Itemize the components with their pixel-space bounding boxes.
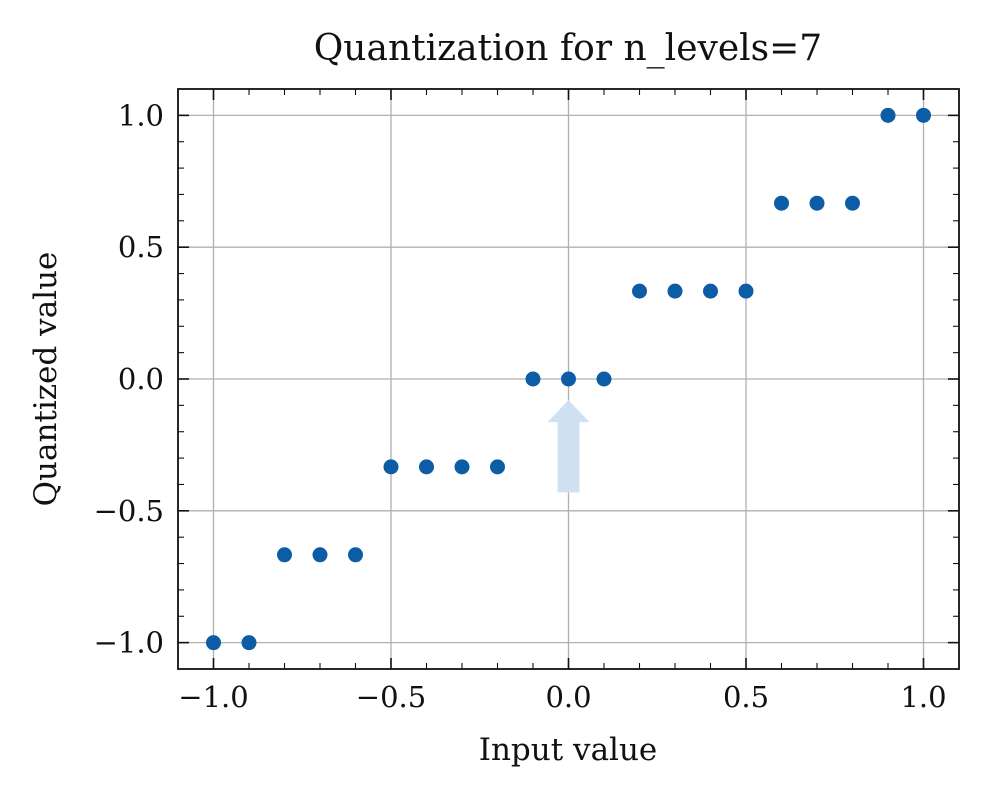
points-layer: [206, 107, 931, 651]
data-point: [916, 107, 931, 123]
x-tick-label: −1.0: [178, 680, 248, 714]
data-point: [596, 371, 612, 387]
data-point: [561, 371, 576, 387]
x-tick-label: 1.0: [900, 680, 946, 714]
data-point: [490, 459, 505, 475]
data-point: [419, 459, 434, 475]
y-tick-label: 0.5: [118, 230, 164, 264]
data-point: [241, 635, 257, 651]
chart-title: Quantization for n_levels=7: [314, 28, 822, 69]
x-tick-label: 0.0: [545, 680, 591, 714]
y-tick-label: 1.0: [118, 98, 164, 132]
x-tick-label: −0.5: [356, 680, 426, 714]
y-tick-label: 0.0: [118, 362, 164, 396]
data-point: [454, 459, 470, 475]
annotation-arrow: [547, 400, 590, 493]
y-tick-label: −0.5: [94, 494, 164, 528]
y-tick-label: −1.0: [94, 626, 164, 660]
data-point: [845, 195, 860, 211]
data-point: [667, 283, 683, 299]
data-point: [809, 195, 825, 211]
data-point: [703, 283, 718, 299]
data-point: [348, 547, 363, 563]
grid-layer: [178, 89, 959, 669]
annotation-layer: [547, 400, 590, 493]
data-point: [277, 547, 292, 563]
data-point: [206, 635, 221, 651]
tick-label-layer: −1.0 −0.5 0.0 0.5 1.0 −1.0 −0.5 0.0 0.5 1.0: [94, 98, 947, 714]
data-point: [525, 371, 541, 387]
data-point: [383, 459, 399, 475]
data-point: [738, 283, 754, 299]
x-axis-label: Input value: [479, 732, 658, 768]
data-point: [880, 107, 896, 123]
frame-layer: [177, 88, 960, 670]
data-point: [312, 547, 328, 563]
data-point: [632, 283, 647, 299]
y-axis-label: Quantized value: [28, 252, 64, 507]
data-point: [774, 195, 789, 211]
x-tick-label: 0.5: [723, 680, 769, 714]
